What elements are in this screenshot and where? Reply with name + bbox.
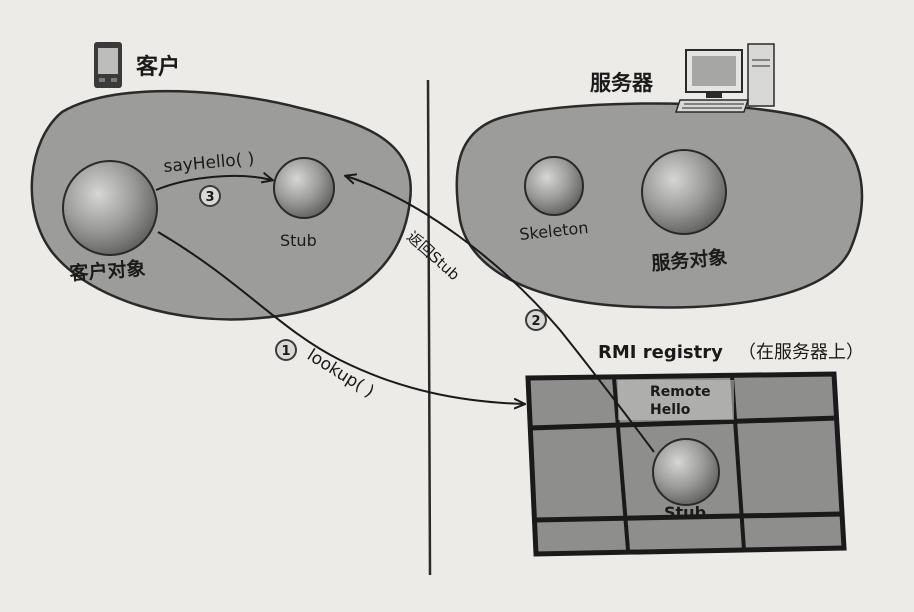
registry-stub-label: Stub [664, 503, 706, 522]
server-title: 服务器 [590, 71, 654, 95]
client-stub-label: Stub [280, 231, 317, 250]
registry-subtitle: （在服务器上） [738, 342, 864, 363]
client-stub-sphere [273, 157, 335, 219]
service-object-sphere [641, 149, 727, 235]
lookup-label: lookup( ) [303, 345, 377, 402]
arrow-return-stub [346, 176, 655, 453]
svg-text:1: 1 [281, 344, 290, 359]
registry-stub-sphere [652, 438, 720, 506]
registry-entry-name: Remote Hello [650, 384, 716, 418]
registry-title: RMI registry [598, 342, 723, 363]
desktop-computer-icon [674, 43, 775, 113]
client-object-sphere [62, 160, 158, 256]
client-object-label: 客户对象 [69, 257, 146, 285]
client-server-divider [426, 79, 432, 576]
svg-text:2: 2 [531, 314, 540, 329]
client-title: 客户 [136, 54, 180, 80]
step-badge-2: 2 [525, 309, 547, 331]
pda-device-icon [94, 42, 122, 88]
svg-text:3: 3 [205, 190, 214, 205]
arrow-say-hello [155, 176, 272, 191]
return-stub-label: 返回Stub [403, 228, 463, 284]
skeleton-sphere [524, 156, 584, 216]
client-cloud [30, 89, 412, 321]
step-badge-1: 1 [275, 339, 297, 361]
arrow-lookup [157, 231, 524, 404]
step-badge-3: 3 [199, 185, 221, 207]
